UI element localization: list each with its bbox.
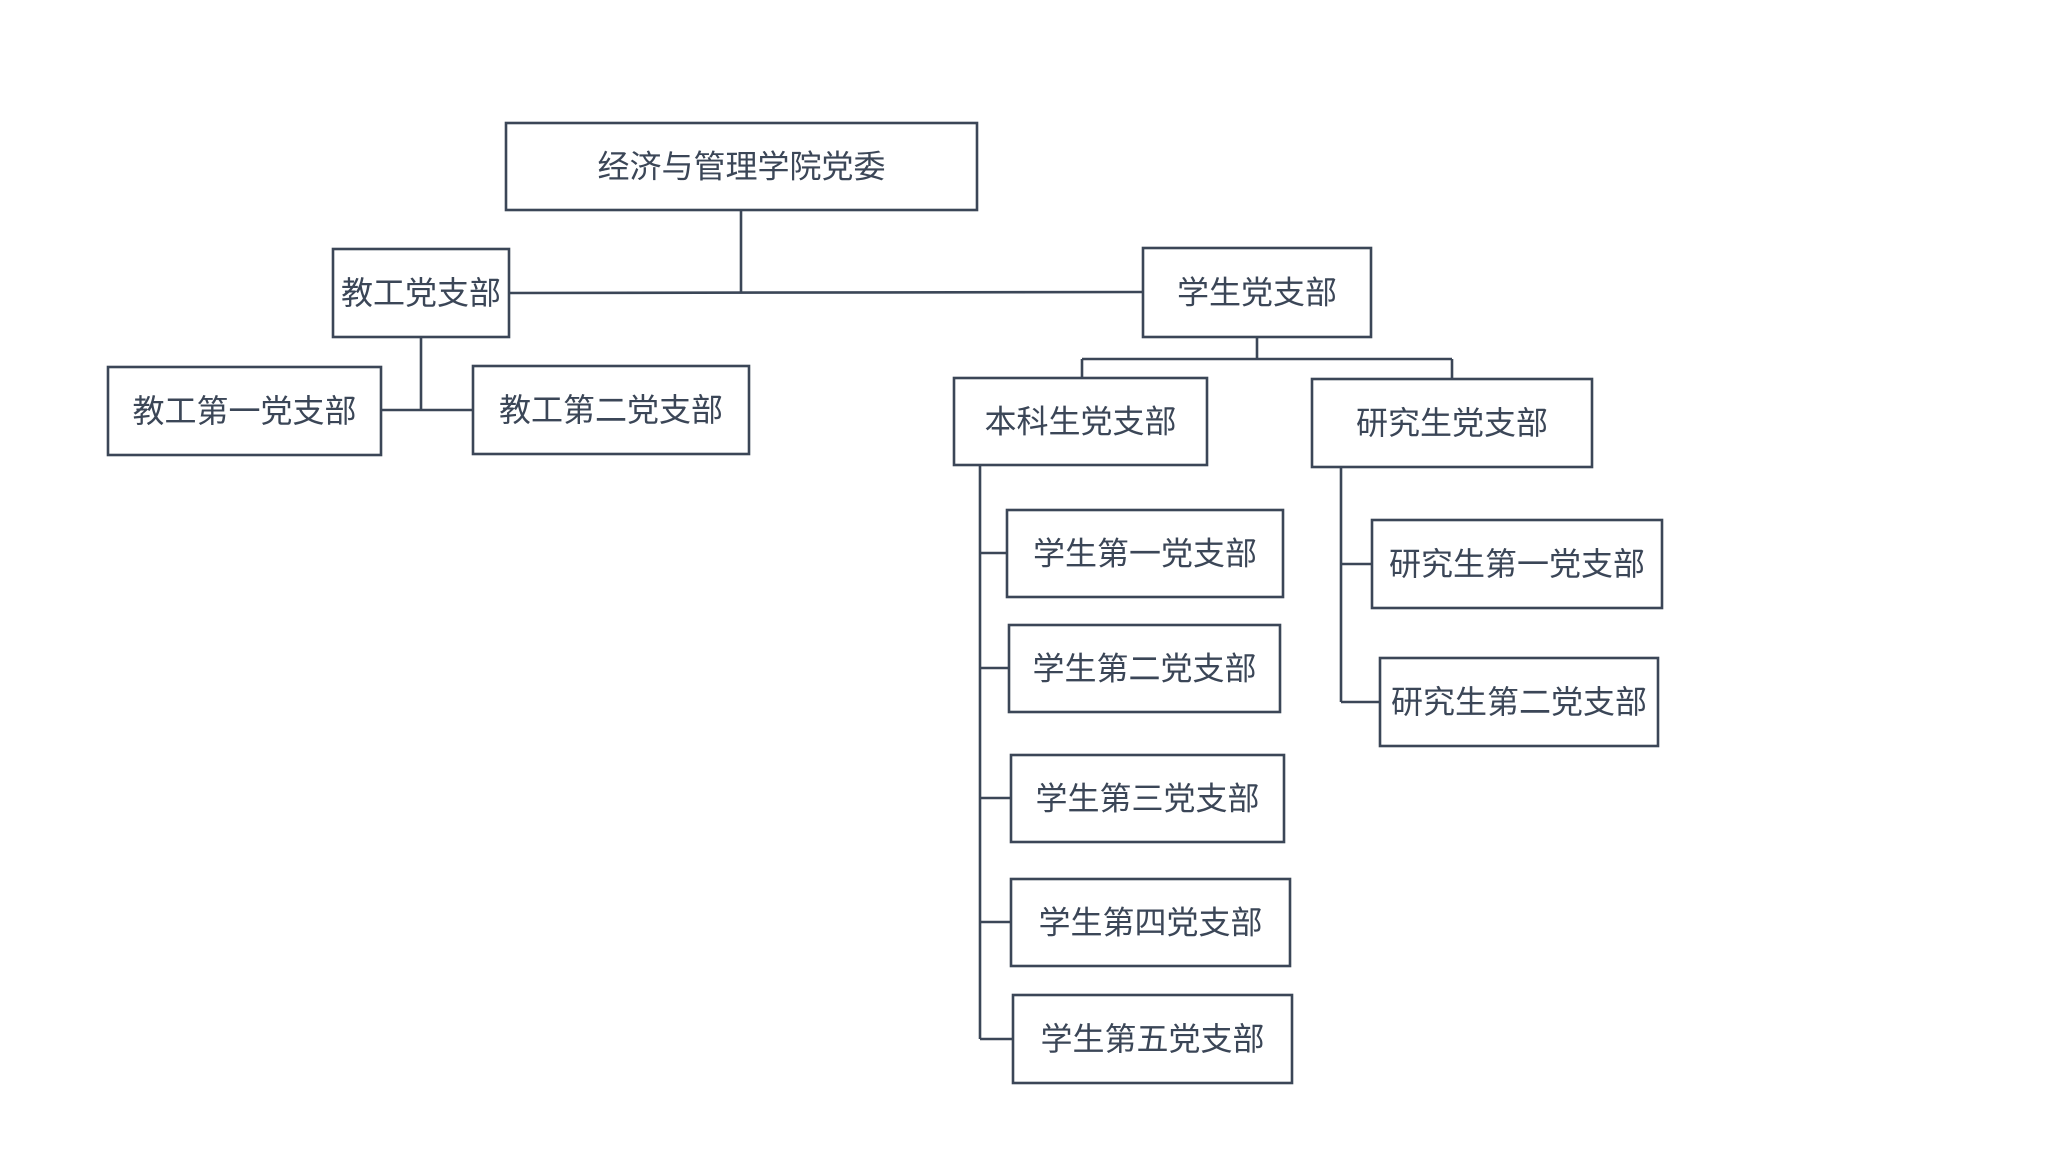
org-node-faculty1: 教工第一党支部 (106, 365, 383, 457)
org-node-label: 研究生第二党支部 (1391, 683, 1647, 721)
org-node-ug3: 学生第三党支部 (1009, 753, 1286, 844)
org-node-label: 学生第四党支部 (1038, 904, 1262, 942)
org-node-label: 学生第一党支部 (1033, 535, 1257, 573)
connectors (381, 210, 1454, 1041)
org-node-box (1011, 993, 1294, 1085)
org-node-label: 教工党支部 (341, 274, 501, 312)
org-node-ug4: 学生第四党支部 (1009, 877, 1292, 968)
org-node-label: 经济与管理学院党委 (597, 148, 885, 186)
org-node-box (1310, 377, 1594, 469)
org-node-ug2: 学生第二党支部 (1007, 623, 1282, 714)
org-node-label: 学生第五党支部 (1040, 1020, 1264, 1058)
org-node-box (1009, 877, 1292, 968)
org-node-label: 教工第一党支部 (132, 392, 356, 430)
org-node-box (471, 364, 751, 456)
org-node-box (1370, 518, 1664, 610)
connector-line (508, 290, 1144, 295)
org-node-box (1007, 623, 1282, 714)
org-node-ug: 本科生党支部 (952, 376, 1209, 467)
org-node-root: 经济与管理学院党委 (504, 121, 979, 212)
org-node-label: 学生第二党支部 (1032, 650, 1256, 688)
org-node-grad2: 研究生第二党支部 (1378, 656, 1660, 748)
org-node-label: 学生党支部 (1177, 274, 1337, 312)
org-node-box (1009, 753, 1286, 844)
org-node-box (1141, 246, 1373, 339)
org-node-label: 教工第二党支部 (499, 391, 723, 429)
org-node-ug5: 学生第五党支部 (1011, 993, 1294, 1085)
org-node-box (106, 365, 383, 457)
org-node-box (1005, 508, 1285, 599)
org-node-label: 研究生党支部 (1356, 404, 1548, 442)
org-node-box (504, 121, 979, 212)
org-node-grad: 研究生党支部 (1310, 377, 1594, 469)
org-node-grad1: 研究生第一党支部 (1370, 518, 1664, 610)
nodes: 经济与管理学院党委教工党支部教工第一党支部教工第二党支部学生党支部本科生党支部研… (106, 121, 1664, 1085)
org-node-box (331, 247, 511, 339)
org-node-faculty: 教工党支部 (331, 247, 511, 339)
org-node-student: 学生党支部 (1141, 246, 1373, 339)
org-node-label: 研究生第一党支部 (1389, 545, 1645, 583)
org-node-label: 学生第三党支部 (1035, 780, 1259, 818)
org-node-ug1: 学生第一党支部 (1005, 508, 1285, 599)
org-node-faculty2: 教工第二党支部 (471, 364, 751, 456)
org-node-box (952, 376, 1209, 467)
org-node-box (1378, 656, 1660, 748)
org-node-label: 本科生党支部 (984, 403, 1176, 441)
